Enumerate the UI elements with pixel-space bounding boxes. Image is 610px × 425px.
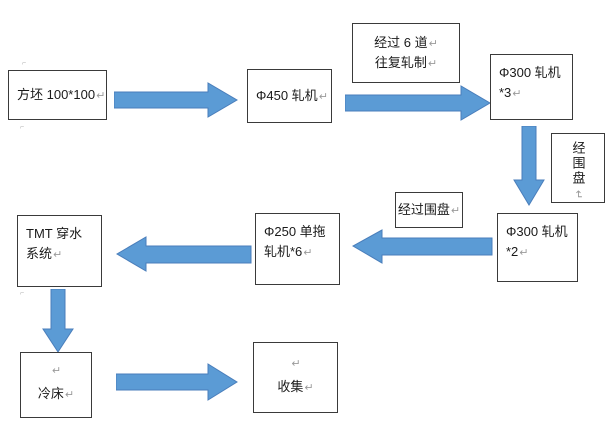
- arrow-coldbed-to-collect[interactable]: [116, 362, 238, 402]
- arrow-mill300x3-to-mill300x2[interactable]: [513, 126, 545, 206]
- mill300x2-line1: Φ300 轧机: [506, 224, 568, 239]
- pass-note-line1: 经过 6 道↵: [374, 35, 438, 50]
- return-mark: ↵: [572, 189, 585, 199]
- return-mark: ↵: [96, 90, 106, 102]
- anchor-mark: ⌐: [22, 60, 27, 67]
- return-mark: ↵: [51, 365, 62, 377]
- return-mark: ↵: [450, 205, 461, 217]
- tmt-line2: 系统↵: [26, 246, 63, 261]
- node-tmt[interactable]: TMT 穿水 系统↵: [17, 215, 102, 287]
- mill250-line1: Φ250 单拖: [264, 224, 326, 239]
- arrow-mill450-to-mill300x3[interactable]: [345, 85, 491, 121]
- return-mark: ↵: [303, 247, 313, 259]
- arrow-mill250-to-tmt[interactable]: [116, 236, 252, 272]
- node-collect[interactable]: ↵ 收集↵: [253, 342, 338, 413]
- node-loop-vertical-label[interactable]: 经围盘 ↵: [551, 133, 605, 203]
- mill300x3-line1: Φ300 轧机: [499, 65, 561, 80]
- node-billet[interactable]: 方坯 100*100↵: [8, 70, 107, 120]
- node-mill300x3[interactable]: Φ300 轧机 *3↵: [490, 54, 573, 120]
- mill300x2-line2: *2↵: [506, 244, 529, 259]
- pass-note-line2: 往复轧制↵: [374, 55, 438, 70]
- node-pass-note[interactable]: 经过 6 道↵ 往复轧制↵: [352, 23, 460, 83]
- return-mark: ↵: [318, 91, 328, 103]
- node-mill300x2[interactable]: Φ300 轧机 *2↵: [497, 213, 578, 282]
- loop-label-text: 经过围盘↵: [397, 202, 461, 217]
- node-billet-label: 方坯 100*100↵: [17, 87, 106, 102]
- arrow-tmt-to-coldbed[interactable]: [42, 289, 74, 353]
- collect-label: 收集↵: [277, 378, 314, 394]
- return-mark: ↵: [304, 381, 314, 394]
- return-mark: ↵: [512, 88, 522, 100]
- node-cold-bed[interactable]: ↵ 冷床↵: [20, 352, 92, 418]
- return-mark: ↵: [64, 389, 75, 401]
- anchor-mark: ⌐: [20, 124, 25, 131]
- node-mill250[interactable]: Φ250 单拖 轧机*6↵: [255, 213, 340, 285]
- mill300x3-line2: *3↵: [499, 85, 522, 100]
- anchor-mark: ⌐: [20, 290, 25, 297]
- node-mill450-label: Φ450 轧机↵: [256, 88, 328, 103]
- return-mark: ↵: [427, 58, 438, 70]
- return-mark: ↵: [291, 357, 301, 370]
- return-mark: ↵: [53, 249, 63, 261]
- node-loop-label[interactable]: 经过围盘↵: [395, 192, 463, 228]
- cold-bed-label: 冷床↵: [37, 386, 75, 401]
- loop-vertical-text: 经围盘: [570, 140, 586, 186]
- arrow-billet-to-mill450[interactable]: [114, 82, 238, 118]
- tmt-line1: TMT 穿水: [26, 226, 83, 241]
- return-mark: ↵: [428, 38, 438, 50]
- arrow-mill300x2-to-mill250[interactable]: [352, 229, 493, 264]
- mill250-line2: 轧机*6↵: [264, 244, 313, 259]
- return-mark: ↵: [519, 247, 529, 259]
- node-mill450[interactable]: Φ450 轧机↵: [247, 69, 332, 123]
